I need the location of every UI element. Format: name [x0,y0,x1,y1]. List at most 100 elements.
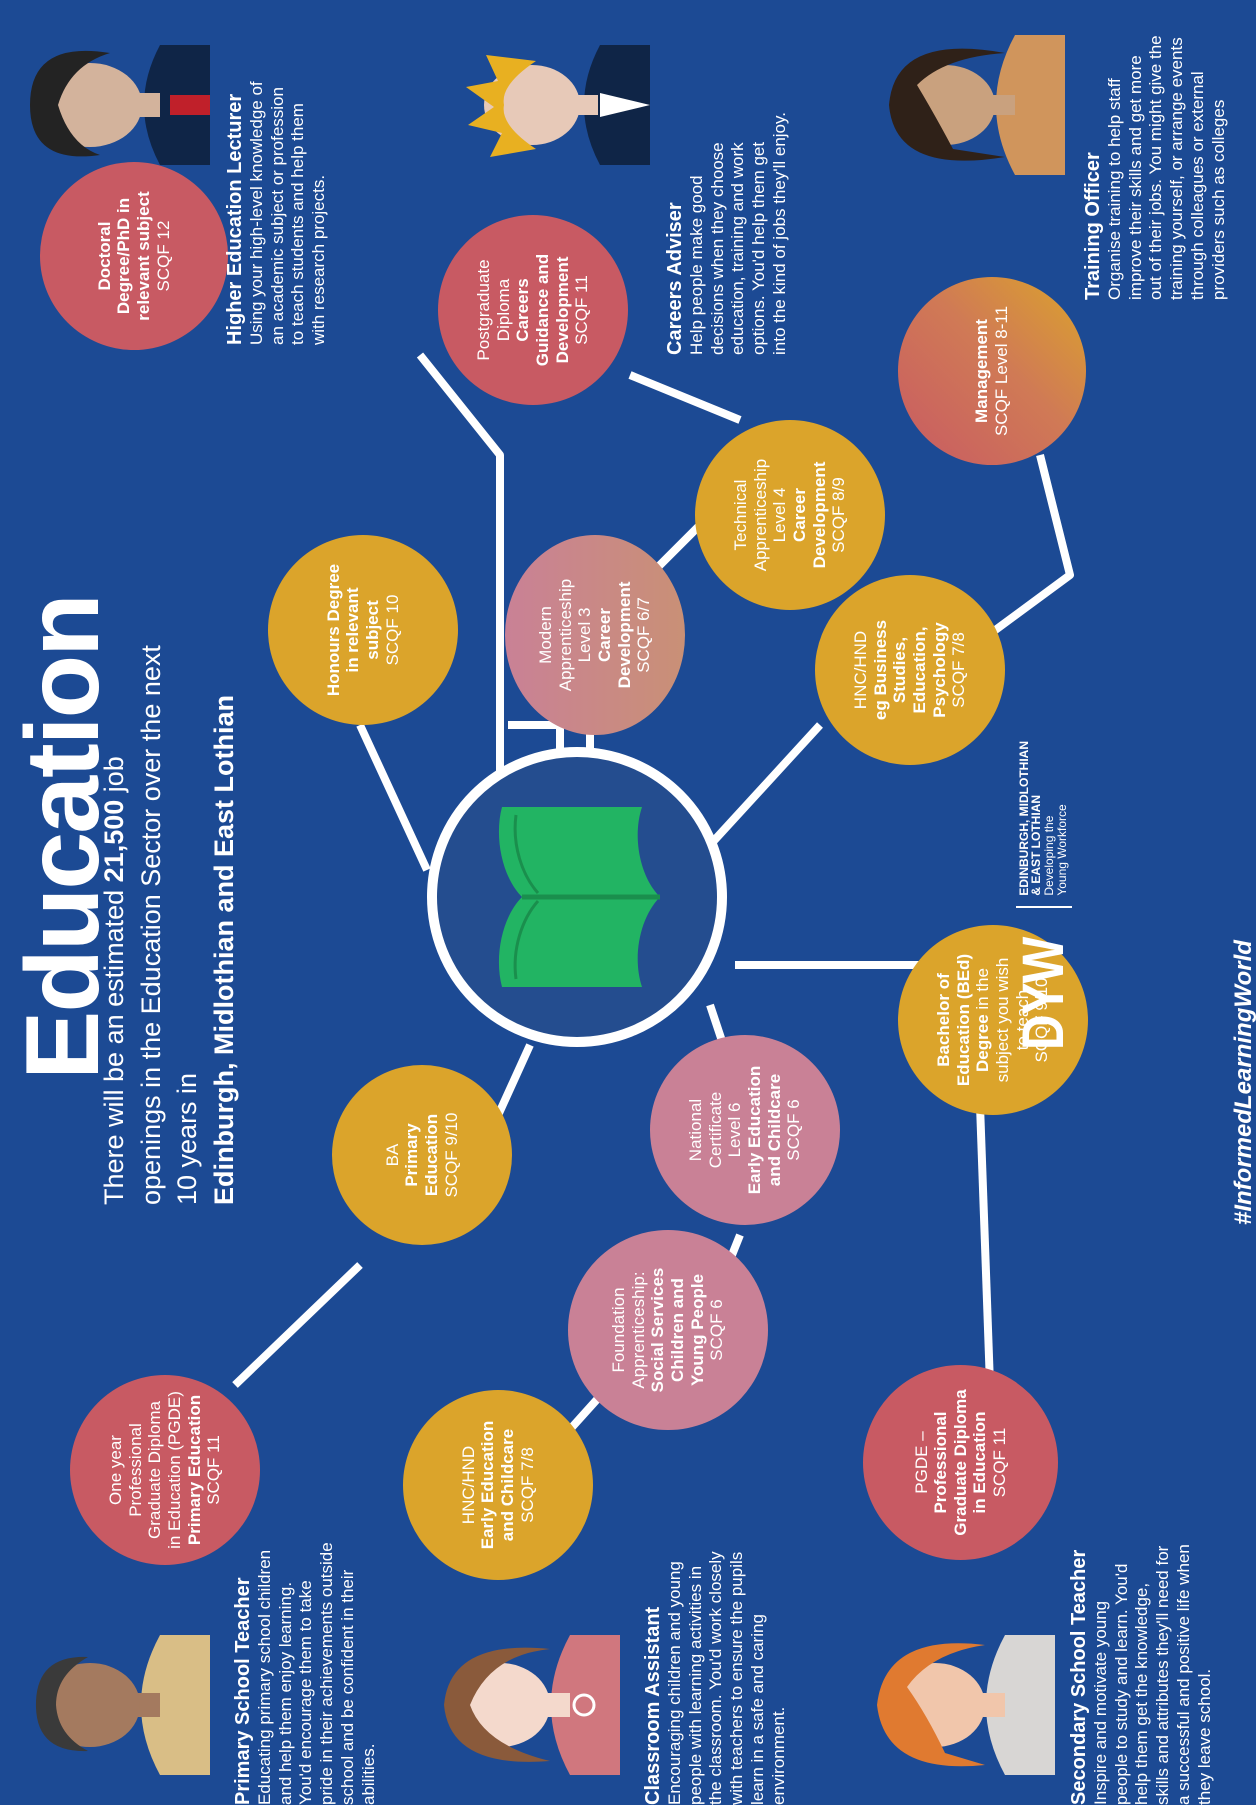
node-line: SCQF 7/8 [949,632,969,708]
node-line: Apprenticeship: [628,1271,648,1389]
node-line: SCQF 6/7 [634,597,654,673]
node-line: Professional [931,1411,951,1514]
connector-hub-honours [356,723,431,872]
node-line: Certificate [705,1091,725,1169]
logo-mark: DYW [1011,937,1076,1050]
intro-location: Edinburgh, Midlothian and East Lothian [209,695,240,1205]
node-line: in Education [970,1411,990,1514]
node-line: Technical [731,479,751,551]
job-training: Training Officer Organise training to he… [1082,0,1229,300]
central-hub [427,747,727,1047]
job-careers: Careers Adviser Help people make good de… [664,5,791,355]
node-line: Social Services [648,1267,668,1393]
node-line: Bachelor of [934,973,954,1067]
node-pgde-secondary: PGDE – Professional Graduate Diploma in … [863,1365,1058,1560]
job-line: people with learning activities in [685,1565,705,1805]
node-foundation-app: Foundation Apprenticeship: Social Servic… [568,1230,768,1430]
node-line: SCQF 10 [382,594,402,666]
node-line: Children and [668,1278,687,1382]
node-line: HNC/HND [851,630,871,710]
logo-text: EDINBURGH, MIDLOTHIAN & EAST LOTHIAN Dev… [1017,741,1070,896]
node-line: Development [614,581,634,689]
node-line: Studies, [890,636,910,704]
job-line: decisions when they choose [707,142,727,355]
job-line: through colleagues or external [1187,71,1207,300]
hashtag: #InformedLearningWorld [1230,940,1256,1225]
job-line: with teachers to ensure the pupils [727,1551,747,1805]
intro-number: 21,500 [99,799,129,883]
job-line: abilities. [358,1743,378,1805]
logo-line: Young Workforce [1055,804,1070,896]
job-title: Primary School Teacher [232,1577,254,1805]
node-line: Primary Education [184,1394,204,1546]
connector-ba-pgdeprimary [232,1262,363,1388]
node-line: SCQF 11 [572,275,592,345]
job-line: people to study and learn. You'd [1111,1563,1131,1805]
job-line: learn in a safe and caring [747,1614,767,1805]
node-line: eg Business [870,619,890,721]
node-line: SCQF 12 [153,220,173,292]
node-line: Guidance and [533,253,552,367]
node-line: and Childcare [764,1073,784,1187]
node-line: Level 4 [770,487,790,543]
primary-teacher-avatar-icon [35,1635,210,1775]
node-line: SCQF 6 [707,1299,727,1361]
node-line: Careers [513,278,533,342]
node-line: Education, [910,626,929,714]
node-line: Primary [402,1123,422,1187]
node-line: Development [809,461,829,569]
node-line: in Education (PGDE) [165,1391,184,1549]
intro-pre: There will be an estimated [99,882,129,1205]
node-line: Education (BEd) [953,953,973,1087]
node-national-cert: National Certificate Level 6 Early Educa… [650,1035,840,1225]
job-title: Training Officer [1082,152,1104,300]
job-line: skills and attributes they'll need for [1153,1545,1173,1805]
node-line: Management [972,319,992,423]
node-line: BA [382,1143,402,1167]
node-line: Education [422,1113,441,1197]
dyw-logo: DYW EDINBURGH, MIDLOTHIAN & EAST LOTHIAN… [1010,741,1077,1050]
job-line: and help them enjoy learning. [275,1581,295,1805]
logo-divider [1015,905,1072,908]
connector-hncbusiness-management [972,454,1074,649]
node-line: Professional [125,1423,145,1517]
job-secondary: Secondary School Teacher Inspire and mot… [1068,1505,1215,1805]
node-line: SCQF Level 8-11 [992,305,1011,437]
node-line: Early Education [745,1065,764,1195]
node-line: in relevant [343,587,363,673]
job-line: You'd encourage them to take [296,1580,316,1805]
job-line: into the kind of jobs they'll enjoy. [769,112,789,355]
node-line: subject [363,600,382,660]
node-line: SCQF 7/8 [517,1447,537,1523]
job-line: improve their skills and get more [1125,55,1145,300]
connector-bed-pgdesecondary [976,1104,994,1386]
job-line: school and be confident in their [337,1569,357,1805]
node-line: Apprenticeship [750,458,770,572]
job-line: Educating primary school children [255,1549,274,1805]
node-line: Early Education [478,1420,498,1550]
node-line: PGDE – [911,1431,931,1494]
job-line: Help people make good [687,175,706,355]
node-modern-app: Modern Apprenticeship Level 3 Career Dev… [505,535,685,735]
job-title: Higher Education Lecturer [224,93,246,345]
node-line-bold: Degree [973,1014,993,1072]
node-line: relevant subject [134,191,153,321]
job-line: Organise training to help staff [1105,78,1124,300]
node-line: HNC/HND [458,1445,478,1525]
job-line: training yourself, or arrange events [1167,37,1187,300]
job-lecturer: Higher Education Lecturer Using your hig… [224,5,330,345]
job-line: providers such as colleges [1208,99,1228,300]
training-avatar-icon [889,35,1065,175]
node-line: SCQF 8/9 [829,477,849,553]
job-line: they leave school. [1194,1668,1214,1805]
node-line: SCQF 6 [784,1099,804,1161]
job-line: Encouraging children and young [665,1561,684,1805]
node-line: and Childcare [498,1428,517,1542]
node-line: National [686,1098,706,1162]
open-book-icon [498,807,660,987]
node-ba-primary: BA Primary Education SCQF 9/10 [332,1065,512,1245]
node-line: Career [595,608,614,662]
node-line: Career [790,488,809,542]
job-line: help them get the knowledge, [1132,1582,1152,1805]
